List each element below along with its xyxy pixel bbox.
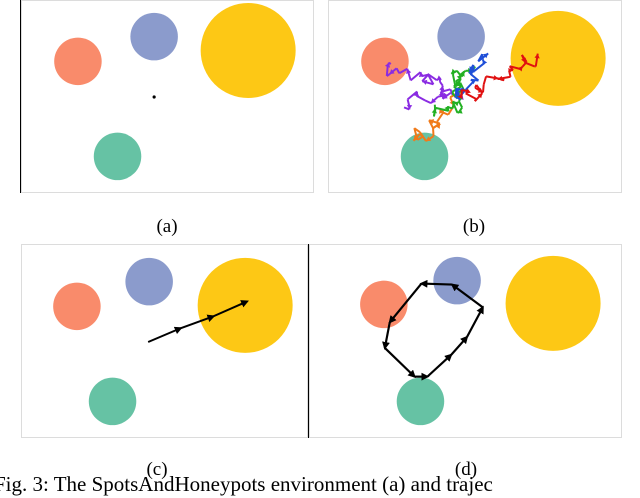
red-walk-step <box>524 61 535 68</box>
green-walk-step <box>435 106 449 112</box>
purple-walk-arrowhead <box>389 69 395 75</box>
purple-walk-step <box>385 66 389 77</box>
figure-caption-text: Fig. 3: The SpotsAndHoneypots environmen… <box>0 472 493 496</box>
red-walk-arrowhead <box>508 67 514 74</box>
blue-spot <box>125 257 173 306</box>
orange-walk-step <box>419 133 424 138</box>
red-walk-arrowhead <box>457 93 463 99</box>
orange-walk-arrowhead <box>429 119 435 125</box>
orange-spot <box>360 280 408 329</box>
blue-spot <box>437 12 485 61</box>
trajectory-arrow <box>147 300 249 343</box>
blue-walk-arrowhead <box>455 91 460 97</box>
panel-b-label: (b) <box>462 216 486 237</box>
purple-walk-arrowhead <box>413 91 420 97</box>
red-walk-arrowhead <box>465 88 471 94</box>
purple-walk-step <box>437 94 447 98</box>
green-walk-step <box>452 74 457 87</box>
panel-d-label: (d) <box>454 459 478 480</box>
purple-walk-step <box>406 90 418 101</box>
honeypot <box>200 2 296 98</box>
red-walk-arrowhead <box>477 87 484 93</box>
panel-c <box>21 244 308 438</box>
green-spot <box>88 377 137 426</box>
honeypot <box>197 257 293 353</box>
red-walk-step <box>497 75 511 80</box>
green-walk-arrowhead <box>444 105 450 111</box>
panel-b <box>328 0 622 193</box>
orange-walk-arrowhead <box>413 135 419 141</box>
panel-c-scene <box>53 257 293 426</box>
purple-walk-step <box>439 81 444 87</box>
green-walk-step <box>451 91 455 96</box>
agent-dot <box>152 95 156 99</box>
blue-walk-arrowhead <box>482 59 488 65</box>
orange-walk-step <box>436 111 445 123</box>
purple-walk-arrowhead <box>384 62 390 68</box>
orange-walk-arrowhead <box>426 136 432 142</box>
panel-a <box>21 0 314 193</box>
panel-c-label: (c) <box>146 459 168 480</box>
green-walk-step <box>450 69 458 75</box>
green-walk-step <box>451 102 455 109</box>
blue-walk-arrowhead <box>483 53 489 59</box>
orange-spot <box>361 37 409 86</box>
purple-walk-step <box>440 88 451 93</box>
red-walk-arrowhead <box>493 75 499 81</box>
green-walk-arrowhead <box>455 81 461 87</box>
green-walk-step <box>458 70 467 77</box>
red-walk-arrowhead <box>521 57 526 63</box>
purple-walk-arrowhead <box>439 85 445 91</box>
purple-walk-step <box>388 61 392 65</box>
red-walk-step <box>465 92 477 100</box>
green-walk-arrowhead <box>457 108 463 114</box>
purple-walk-step <box>398 67 408 75</box>
purple-walk-step <box>426 73 435 85</box>
purple-walk-step <box>416 94 426 102</box>
purple-walk-step <box>407 72 412 81</box>
green-spot <box>93 132 142 181</box>
orange-walk-step <box>428 119 434 129</box>
figure-caption: Fig. 3: The SpotsAndHoneypots environmen… <box>0 472 640 497</box>
purple-walk-arrowhead <box>436 75 442 81</box>
red-walk-arrowhead <box>534 53 540 59</box>
green-spot <box>400 132 449 181</box>
orange-spot <box>54 37 102 86</box>
red-walk-step <box>482 76 488 85</box>
honeypot <box>505 255 601 351</box>
green-walk-arrowhead <box>431 108 437 114</box>
green-walk-arrowhead <box>453 101 459 107</box>
purple-walk-arrowhead <box>430 98 437 104</box>
panel-a-left-edge <box>20 0 22 193</box>
red-walk-step <box>474 84 478 89</box>
purple-walk-step <box>410 71 422 82</box>
purple-walk-arrowhead <box>406 104 413 110</box>
honeypot <box>510 10 606 106</box>
blue-walk-step <box>465 80 475 91</box>
panel-d-scene <box>360 255 601 426</box>
purple-walk-arrowhead <box>406 68 412 74</box>
orange-spot <box>53 282 101 331</box>
red-walk-arrowhead <box>517 66 523 72</box>
random-walk-trajectories <box>384 52 540 142</box>
green-spot <box>396 377 445 426</box>
blue-spot <box>130 12 178 61</box>
panel-d-left-edge <box>308 244 310 438</box>
blue-walk-step <box>456 88 460 93</box>
panel-d <box>309 244 622 438</box>
blue-spot <box>433 256 481 305</box>
red-walk-arrowhead <box>477 93 483 99</box>
loop-trajectory <box>382 279 484 381</box>
panel-a-scene <box>54 2 296 181</box>
blue-walk-arrowhead <box>469 66 475 72</box>
green-walk-step <box>458 101 464 108</box>
purple-walk-step <box>403 106 410 111</box>
red-walk-step <box>482 84 485 93</box>
panel-b-scene <box>361 10 606 181</box>
panel-a-label: (a) <box>156 216 178 237</box>
purple-walk-step <box>424 99 432 105</box>
